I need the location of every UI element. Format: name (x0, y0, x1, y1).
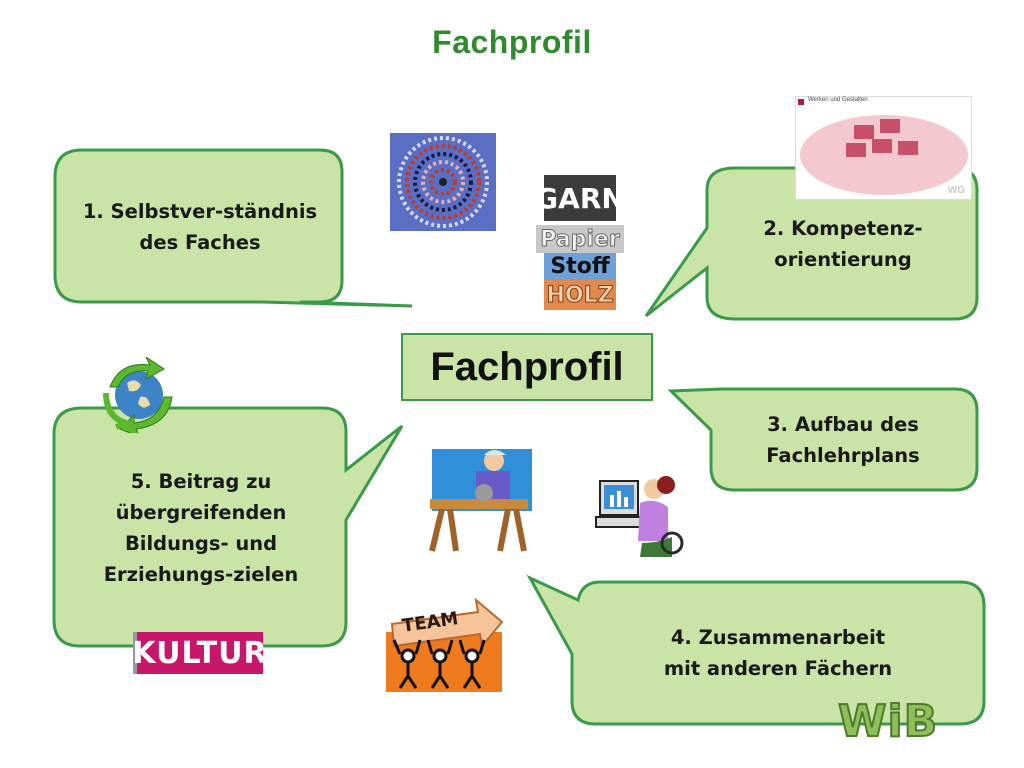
bubble-5-line2: übergreifenden (115, 501, 287, 524)
bubble-5-line3: Bildungs- und (124, 532, 278, 555)
holz-label: HOLZ (544, 280, 616, 310)
dot-pattern-image (390, 133, 496, 231)
bubble-5-line1: 5. Beitrag zu (130, 470, 272, 493)
bubble-4-line1: 4. Zusammenarbeit (670, 626, 886, 649)
bubble-1-text: 1. Selbstver-ständnis des Faches (60, 196, 340, 258)
thumbnail-watermark: WG (947, 185, 965, 196)
stoff-label: Stoff (544, 253, 616, 280)
thumbnail-diagram (800, 115, 968, 195)
team-clipart (386, 598, 504, 692)
bubble-3-line2: Fachlehrplans (766, 444, 920, 467)
bubble-1-line2: des Faches (139, 231, 261, 254)
competence-thumbnail: Werken und Gestalten WG (795, 96, 972, 200)
bubble-2-line2: orientierung (774, 248, 912, 271)
papier-label: Papier (536, 225, 624, 253)
speech-bubble-3 (667, 387, 979, 492)
page-title: Fachprofil (432, 24, 592, 60)
woman-computer-clipart (595, 476, 684, 557)
wib-logo: WiB (837, 695, 939, 748)
speech-bubble-4 (526, 574, 986, 726)
bubble-4-line2: mit anderen Fächern (663, 657, 893, 680)
recycle-globe-icon (103, 357, 173, 433)
bubble-5-line4: Erziehungs-zielen (103, 563, 299, 586)
bubble-1-line1: 1. Selbstver-ständnis (82, 200, 318, 223)
speech-bubble-2 (644, 166, 979, 321)
kultur-label: KULTUR (132, 632, 267, 674)
bubble-2-text: 2. Kompetenz- orientierung (712, 213, 974, 275)
thumbnail-header: Werken und Gestalten (808, 97, 868, 103)
speech-bubble-1 (53, 148, 413, 308)
speech-bubble-5 (52, 406, 404, 648)
bubble-2-line1: 2. Kompetenz- (763, 217, 923, 240)
center-box: Fachprofil (401, 333, 653, 401)
bubble-3-line1: 3. Aufbau des (767, 413, 919, 436)
bubble-4-text: 4. Zusammenarbeit mit anderen Fächern (574, 622, 982, 684)
carpenter-clipart (429, 449, 532, 552)
bubble-5-text: 5. Beitrag zu übergreifenden Bildungs- u… (58, 466, 344, 590)
thumbnail-marker-icon (798, 99, 804, 105)
garn-label: GARN (535, 175, 625, 221)
bubble-3-text: 3. Aufbau des Fachlehrplans (712, 409, 974, 471)
